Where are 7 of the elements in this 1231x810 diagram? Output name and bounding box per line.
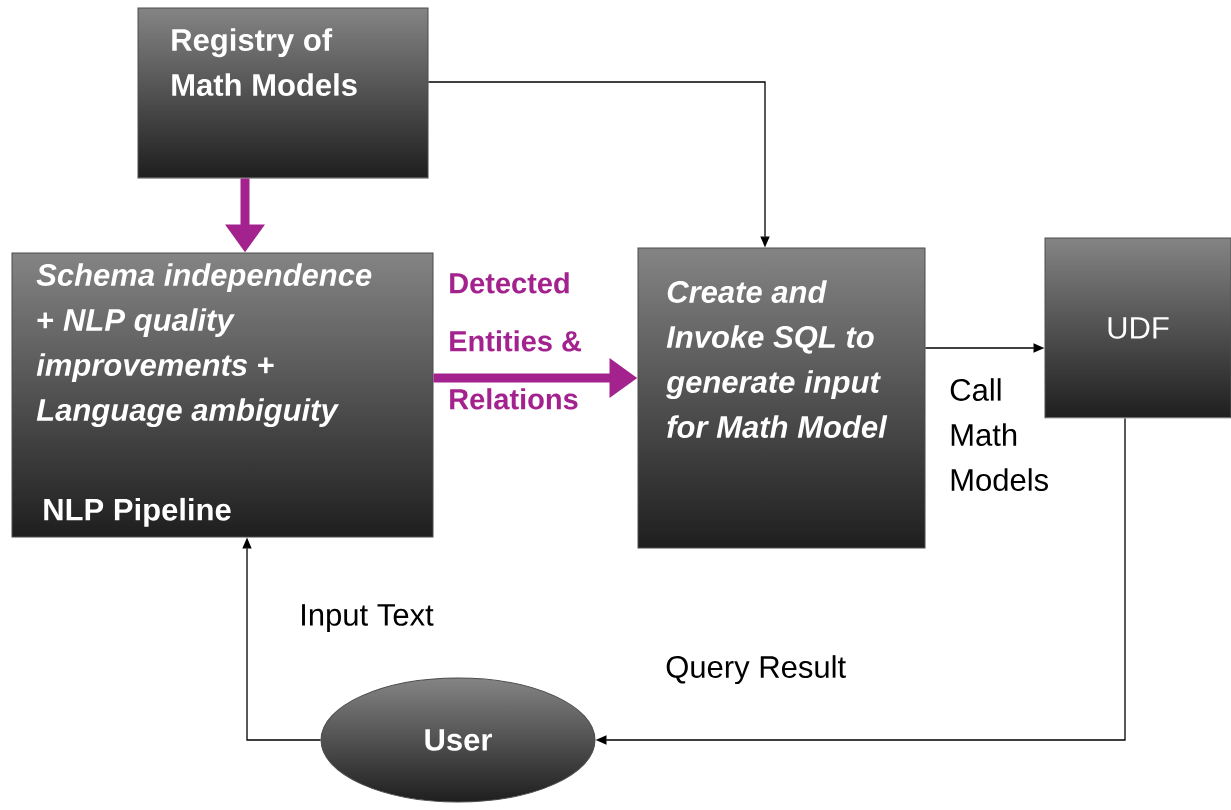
- edge-label: Query Result: [666, 655, 846, 685]
- edge-label: Detected Entities & Relations: [450, 272, 582, 410]
- process-box: UDF: [1044, 237, 1231, 419]
- process-box: Registry of Math Models: [137, 7, 429, 179]
- process-box: Schema independence + NLP quality improvements + Language ambiguity NLP Pipeline: [11, 252, 434, 538]
- process-box: Create and Invoke SQL to generate input for Math Model: [637, 247, 926, 549]
- edge-label: Input Text: [302, 604, 434, 632]
